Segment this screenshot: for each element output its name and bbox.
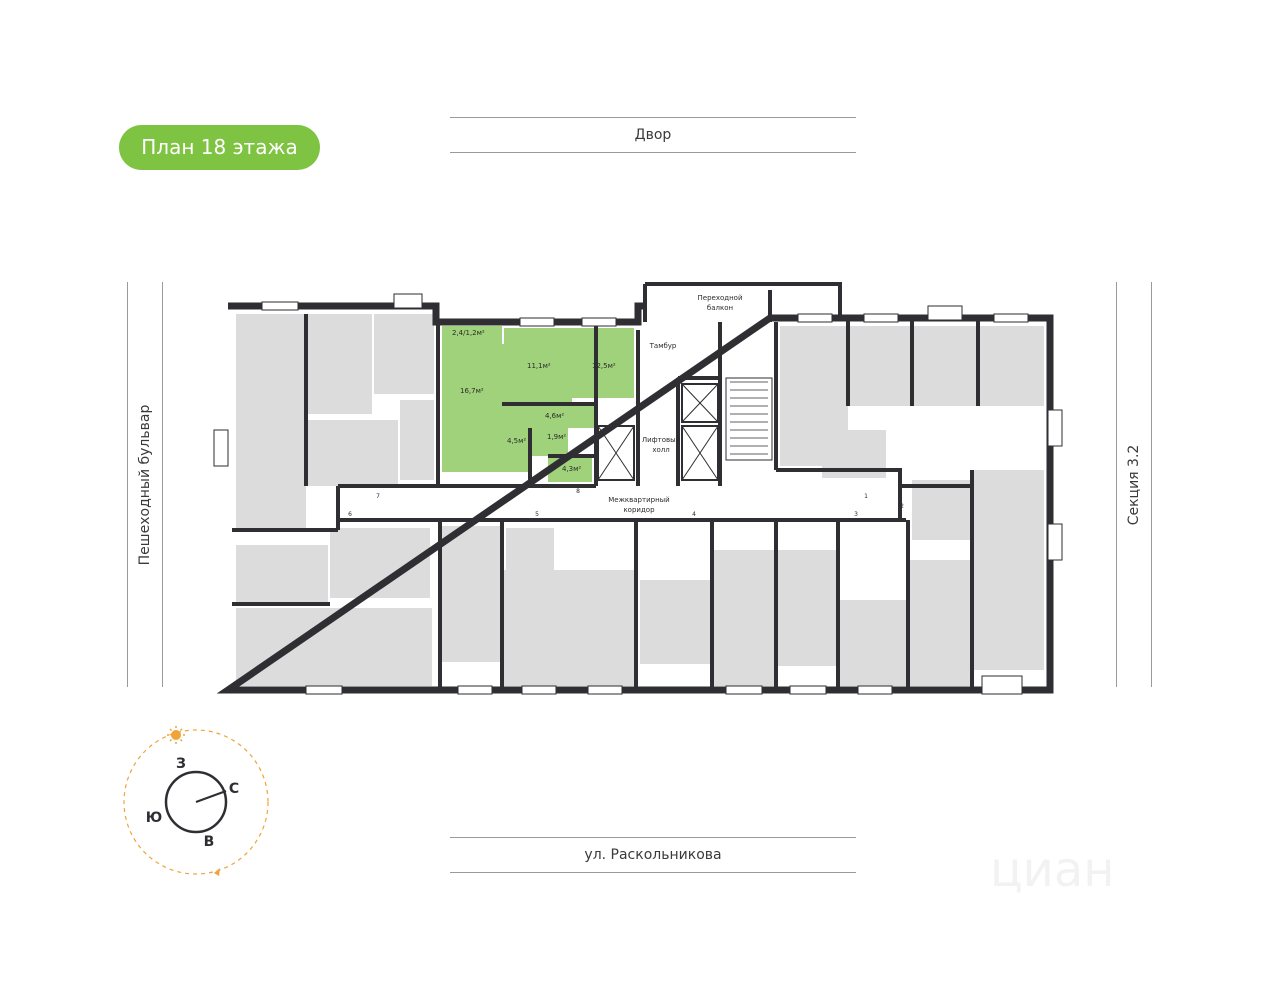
label-vestibule: Тамбур xyxy=(649,342,677,350)
apartment-room xyxy=(914,326,978,406)
watermark: циан xyxy=(990,842,1115,898)
compass-ring xyxy=(164,770,228,834)
street-label-left: Пешеходный бульвар xyxy=(127,282,163,687)
apartment-room xyxy=(442,526,502,662)
compass-south: Ю xyxy=(146,810,162,826)
apartments-right-top xyxy=(780,326,1044,540)
apartment-room xyxy=(374,314,434,394)
label-corridor-2: коридор xyxy=(623,506,655,514)
apartment-room xyxy=(778,550,838,666)
apartment-room xyxy=(912,480,972,540)
window xyxy=(261,301,299,311)
door-numbers: 1 2 3 4 5 6 7 8 xyxy=(348,488,904,518)
apartment-room xyxy=(980,326,1044,406)
door-number: 3 xyxy=(854,511,858,518)
area-label-bathroom: 4,5м² xyxy=(507,437,526,445)
apartment-room xyxy=(714,550,774,686)
area-label-balcony: 2,4/1,2м² xyxy=(452,329,485,337)
label-elevator-hall-1: Лифтовый xyxy=(642,436,680,444)
window xyxy=(587,685,623,695)
compass-west: З xyxy=(176,756,186,772)
windows xyxy=(213,293,1063,695)
window xyxy=(305,685,343,695)
door-number: 5 xyxy=(535,511,539,518)
label-passage-balcony-2: балкон xyxy=(707,304,733,312)
label-elevator-hall-2: холл xyxy=(652,446,669,454)
area-label-wc: 1,9м² xyxy=(547,433,566,441)
apartment-room xyxy=(308,420,398,486)
apartment-room xyxy=(308,314,372,414)
door-number: 6 xyxy=(348,511,352,518)
apartment-room xyxy=(236,545,328,603)
area-label-bedroom-1: 11,1м² xyxy=(527,362,551,370)
apartment-room xyxy=(640,580,712,664)
room-hall xyxy=(504,404,594,428)
room-balcony xyxy=(442,326,502,344)
room-bedroom-2 xyxy=(572,328,634,398)
room-bedroom-1 xyxy=(504,328,572,404)
street-label-bottom: ул. Раскольникова xyxy=(450,837,856,873)
window xyxy=(797,313,833,323)
apartment-area-labels: 2,4/1,2м² 16,7м² 11,1м² 12,5м² 4,6м² 4,5… xyxy=(452,329,616,473)
window xyxy=(863,313,899,323)
compass-east: В xyxy=(204,834,215,850)
room-living xyxy=(442,344,504,472)
inner-walls xyxy=(232,282,980,690)
window xyxy=(725,685,763,695)
apartments-bottom xyxy=(442,470,1044,686)
room-wc xyxy=(530,428,568,456)
door-number: 8 xyxy=(576,488,580,495)
window xyxy=(993,313,1029,323)
compass: З С Ю В xyxy=(123,726,269,876)
sun-path xyxy=(123,729,269,875)
watermark-text: циан xyxy=(990,842,1115,898)
window xyxy=(213,429,229,467)
window xyxy=(981,675,1023,695)
door-number: 1 xyxy=(864,493,868,500)
compass-north: С xyxy=(229,781,239,797)
sun-path-arrow-icon xyxy=(214,868,220,876)
room-bathroom xyxy=(504,428,530,472)
area-label-bedroom-2: 12,5м² xyxy=(592,362,616,370)
window xyxy=(581,317,617,327)
area-label-hall: 4,6м² xyxy=(545,412,564,420)
selected-apartment xyxy=(442,326,634,482)
window xyxy=(457,685,493,695)
area-label-entry: 4,3м² xyxy=(562,465,581,473)
window xyxy=(1047,409,1063,447)
compass-needle xyxy=(195,790,227,803)
apartment-room xyxy=(840,600,906,686)
apartment-room xyxy=(974,470,1044,670)
street-label-top: Двор xyxy=(450,117,856,153)
apartment-room xyxy=(910,560,972,686)
common-area-labels: Переходной балкон Тамбур Лифтовый холл М… xyxy=(608,294,742,514)
apartment-room xyxy=(400,400,434,480)
area-label-living: 16,7м² xyxy=(460,387,484,395)
apartment-room xyxy=(236,410,306,530)
sun-icon xyxy=(167,726,185,744)
window xyxy=(857,685,893,695)
window xyxy=(927,305,963,321)
window xyxy=(789,685,827,695)
window xyxy=(521,685,557,695)
floor-plan-badge: План 18 этажа xyxy=(119,125,320,170)
door-number: 4 xyxy=(692,511,696,518)
window xyxy=(393,293,423,309)
window xyxy=(519,317,555,327)
street-label-right: Секция 3.2 xyxy=(1116,282,1152,687)
apartment-room xyxy=(506,528,554,572)
window xyxy=(1047,523,1063,561)
door-number: 2 xyxy=(900,503,904,510)
label-passage-balcony-1: Переходной xyxy=(698,294,743,302)
apartment-room xyxy=(850,326,912,406)
label-corridor-1: Межквартирный xyxy=(608,496,669,504)
door-number: 7 xyxy=(376,493,380,500)
apartment-room xyxy=(504,570,634,686)
